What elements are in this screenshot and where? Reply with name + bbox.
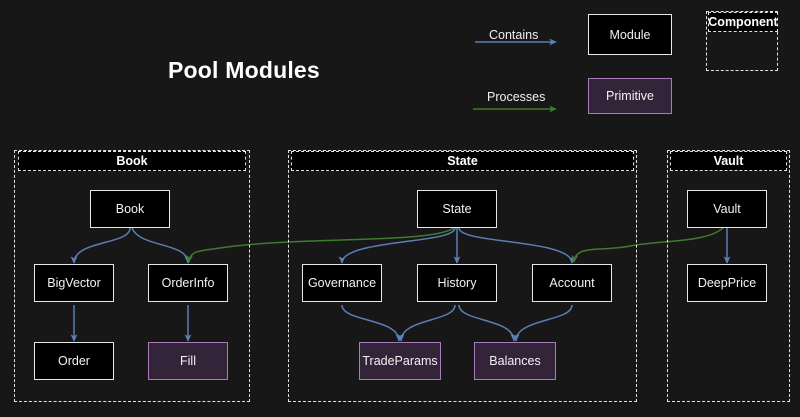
node-state-label: State bbox=[442, 202, 472, 216]
node-order[interactable]: Order bbox=[34, 342, 114, 380]
node-governance[interactable]: Governance bbox=[302, 264, 382, 302]
node-fill[interactable]: Fill bbox=[148, 342, 228, 380]
node-account-label: Account bbox=[549, 276, 595, 290]
legend-component-frame bbox=[706, 11, 778, 71]
node-governance-label: Governance bbox=[307, 276, 377, 290]
legend-processes-label: Processes bbox=[487, 90, 546, 104]
node-book-label: Book bbox=[115, 202, 145, 216]
node-bigvector[interactable]: BigVector bbox=[34, 264, 114, 302]
cluster-state-label: State bbox=[447, 154, 478, 168]
legend-module-label: Module bbox=[609, 27, 651, 42]
node-tradeparams-label: TradeParams bbox=[362, 354, 438, 368]
node-vault[interactable]: Vault bbox=[687, 190, 767, 228]
node-deepprice-label: DeepPrice bbox=[697, 276, 757, 290]
node-bigvector-label: BigVector bbox=[47, 276, 101, 290]
cluster-book-label: Book bbox=[116, 154, 148, 168]
node-balances-label: Balances bbox=[489, 354, 541, 368]
node-state[interactable]: State bbox=[417, 190, 497, 228]
node-vault-label: Vault bbox=[713, 202, 741, 216]
node-history-label: History bbox=[437, 276, 477, 290]
node-account[interactable]: Account bbox=[532, 264, 612, 302]
legend-module-box: Module bbox=[588, 14, 672, 55]
node-fill-label: Fill bbox=[180, 354, 196, 368]
node-order-label: Order bbox=[58, 354, 90, 368]
node-orderinfo[interactable]: OrderInfo bbox=[148, 264, 228, 302]
node-deepprice[interactable]: DeepPrice bbox=[687, 264, 767, 302]
legend-primitive-box: Primitive bbox=[588, 78, 672, 114]
cluster-vault-header: Vault bbox=[670, 151, 787, 171]
node-book[interactable]: Book bbox=[90, 190, 170, 228]
node-orderinfo-label: OrderInfo bbox=[161, 276, 215, 290]
cluster-book bbox=[14, 150, 250, 402]
legend-contains-label: Contains bbox=[489, 28, 539, 42]
legend-component-label: Component bbox=[708, 15, 778, 29]
cluster-vault bbox=[667, 150, 790, 402]
legend-component-header: Component bbox=[708, 12, 778, 32]
node-history[interactable]: History bbox=[417, 264, 497, 302]
node-balances[interactable]: Balances bbox=[474, 342, 556, 380]
cluster-state bbox=[288, 150, 637, 402]
page-title: Pool Modules bbox=[168, 57, 320, 83]
cluster-book-header: Book bbox=[18, 151, 246, 171]
node-tradeparams[interactable]: TradeParams bbox=[359, 342, 441, 380]
legend-primitive-label: Primitive bbox=[606, 89, 654, 103]
cluster-vault-label: Vault bbox=[713, 154, 744, 168]
cluster-state-header: State bbox=[291, 151, 634, 171]
